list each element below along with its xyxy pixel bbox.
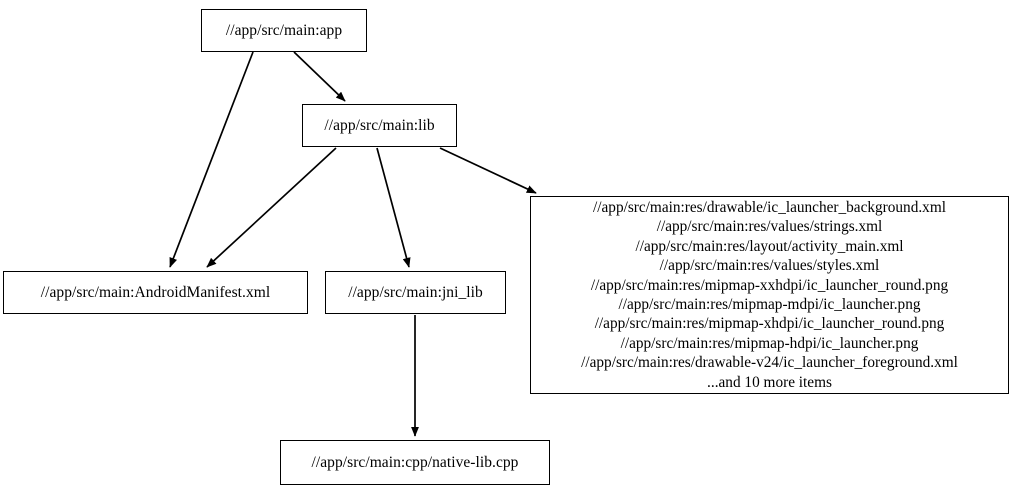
graph-node-android-manifest[interactable]: //app/src/main:AndroidManifest.xml [3,271,308,314]
graph-node-resources-line: //app/src/main:res/mipmap-mdpi/ic_launch… [618,296,921,313]
graph-node-app-label: //app/src/main:app [225,21,343,39]
graph-node-resources-line: //app/src/main:res/mipmap-hdpi/ic_launch… [620,334,919,352]
graph-node-resources-line: //app/src/main:res/mipmap-xxhdpi/ic_laun… [590,276,949,294]
graph-node-lib-label: //app/src/main:lib [324,116,435,134]
edge-lib-to-resources [439,147,537,194]
graph-node-resources-line: ...and 10 more items [707,373,832,391]
graph-node-resources-line: //app/src/main:res/drawable-v24/ic_launc… [581,354,958,372]
graph-node-resources-line: //app/src/main:res/drawable/ic_launcher_… [593,198,946,216]
graph-node-jni-lib-label: //app/src/main:jni_lib [348,283,483,301]
graph-node-resources-line: //app/src/main:res/values/styles.xml [659,257,880,275]
graph-node-jni-lib[interactable]: //app/src/main:jni_lib [325,271,506,314]
edge-lib-to-jni-lib [376,147,411,268]
graph-node-resources-line: //app/src/main:res/values/strings.xml [656,218,883,236]
graph-node-app[interactable]: //app/src/main:app [201,9,367,52]
graph-node-android-manifest-label: //app/src/main:AndroidManifest.xml [40,283,271,301]
graph-node-lib[interactable]: //app/src/main:lib [302,104,457,147]
edge-app-to-lib [293,51,346,102]
graph-node-native-lib-cpp-label: //app/src/main:cpp/native-lib.cpp [311,453,519,471]
graph-node-resources-label: //app/src/main:res/drawable/ic_launcher_… [581,198,958,392]
graph-node-resources-line: //app/src/main:res/layout/activity_main.… [635,237,904,255]
graph-node-resources[interactable]: //app/src/main:res/drawable/ic_launcher_… [530,196,1009,394]
edge-app-to-manifest [169,51,254,268]
graph-node-resources-line: //app/src/main:res/mipmap-xhdpi/ic_launc… [594,315,945,333]
edge-lib-to-manifest [206,147,337,268]
graph-node-native-lib-cpp[interactable]: //app/src/main:cpp/native-lib.cpp [280,440,550,485]
